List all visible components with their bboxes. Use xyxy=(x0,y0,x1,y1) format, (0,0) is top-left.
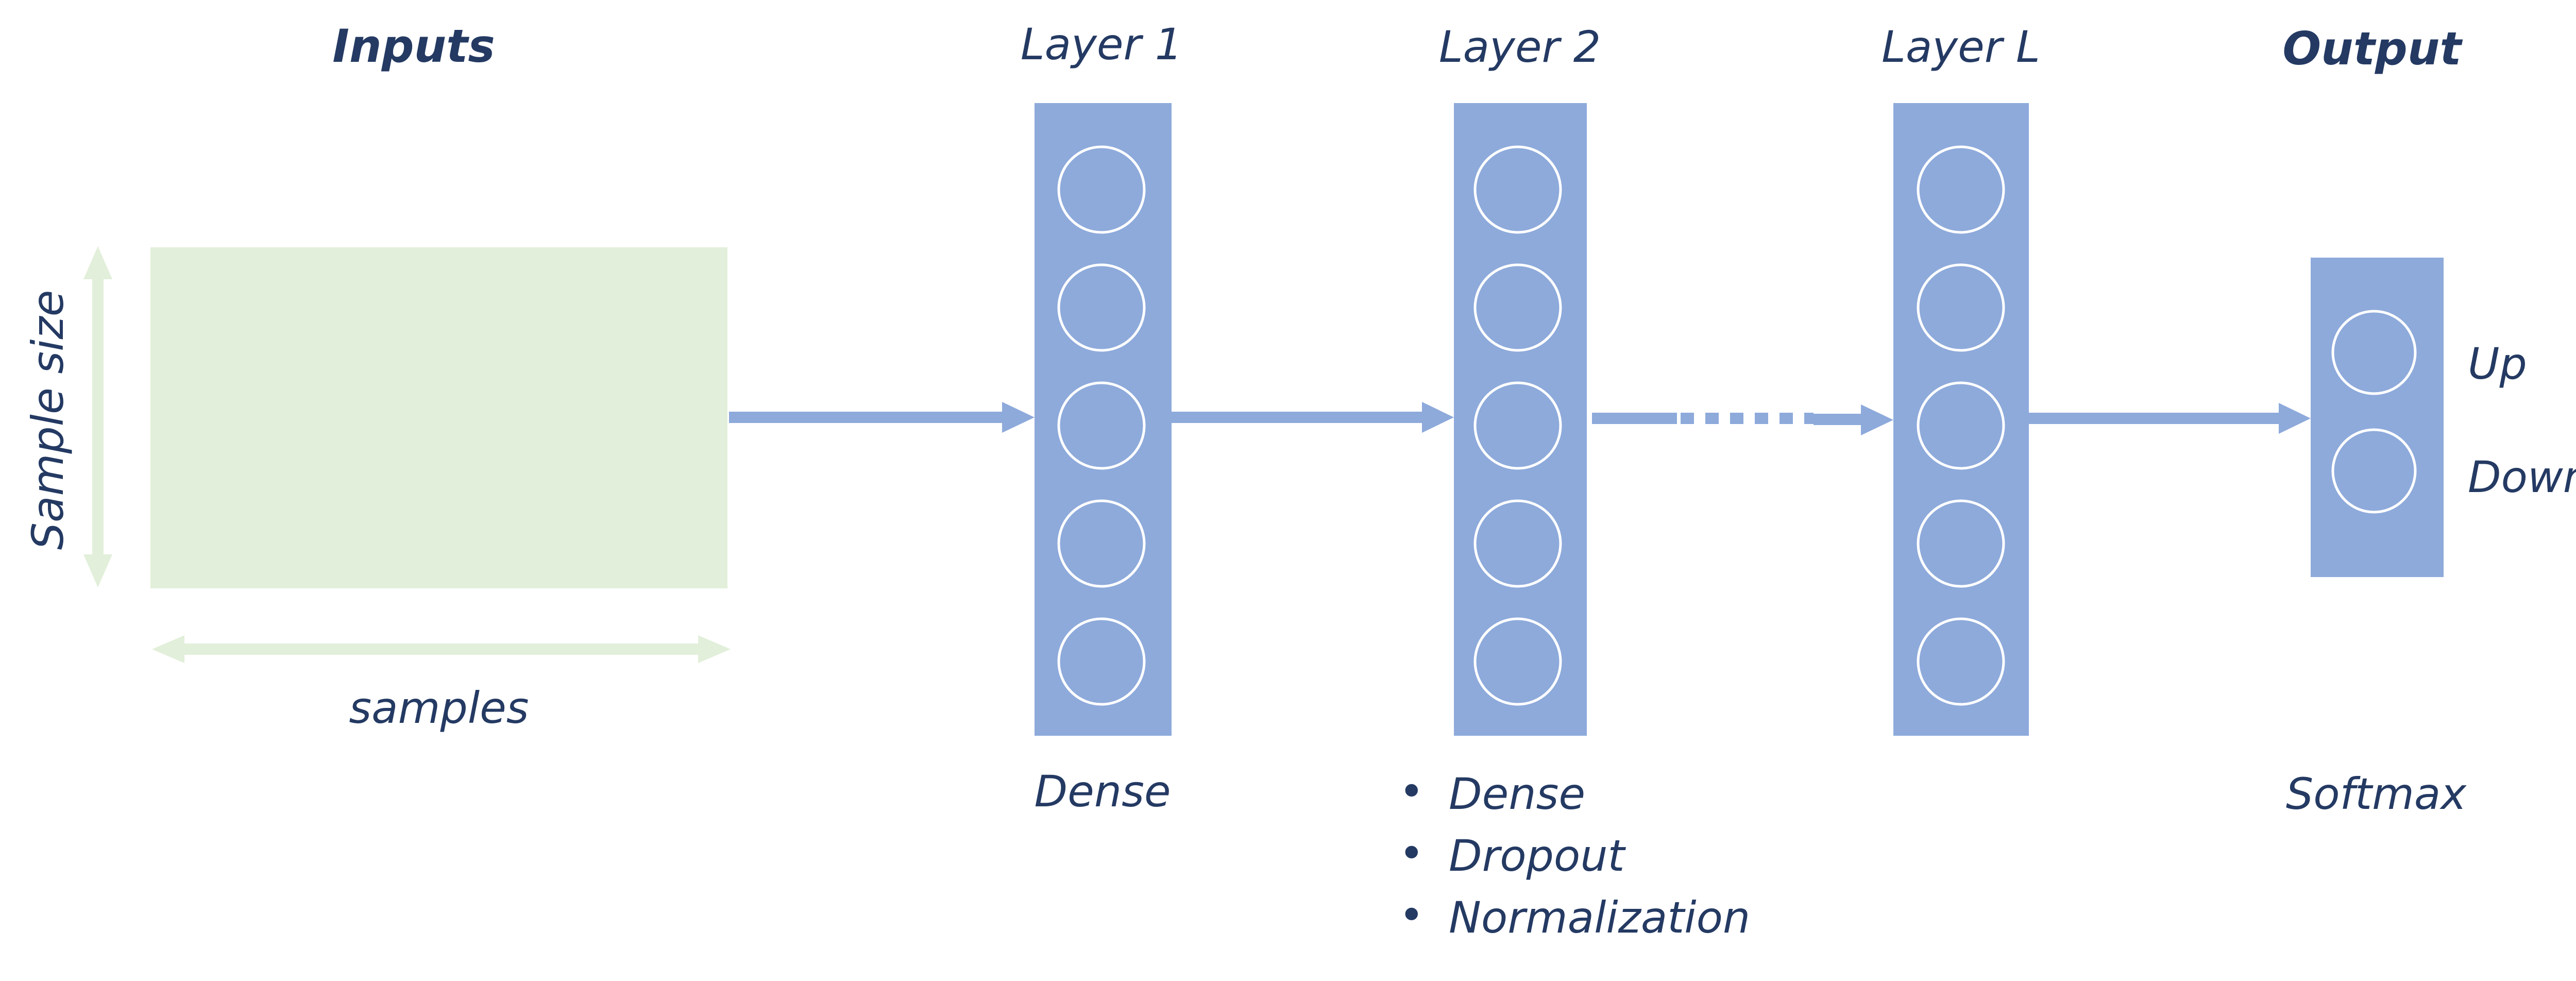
bullet-marker: • xyxy=(1399,766,1425,817)
output-block: Output Up Down Softmax xyxy=(2282,22,2576,819)
neuron xyxy=(1473,617,1562,706)
output-class-label: Down xyxy=(2468,452,2576,502)
input-matrix xyxy=(150,247,727,588)
sample-size-label: Sample size xyxy=(23,290,73,550)
samples-label: samples xyxy=(349,683,529,733)
output-class-label: Up xyxy=(2468,339,2527,389)
bullet-marker: • xyxy=(1399,890,1425,940)
neuron xyxy=(1917,499,2005,588)
layer-2: Layer 2 • Dense • Dropout • Normalizatio… xyxy=(1399,22,1750,943)
neuron xyxy=(1473,263,1562,352)
inputs-title: Inputs xyxy=(332,20,495,73)
connection-layer-1-layer-2 xyxy=(1172,402,1454,433)
inputs-block: Inputs Sample size samples xyxy=(23,20,731,733)
neuron xyxy=(1057,617,1146,706)
neuron xyxy=(1057,381,1146,470)
neuron xyxy=(1917,617,2005,706)
layer-2-note: Dropout xyxy=(1449,831,1626,881)
bullet-marker: • xyxy=(1399,828,1425,878)
layer-2-title: Layer 2 xyxy=(1439,22,1601,72)
layer-2-notes: • Dense • Dropout • Normalization xyxy=(1399,766,1750,943)
layer-l-neurons xyxy=(1917,145,2005,706)
layer-2-neurons xyxy=(1473,145,1562,706)
connection-layer-2-layer-l xyxy=(1592,404,1893,435)
output-neuron xyxy=(2331,428,2417,514)
output-activation: Softmax xyxy=(2286,769,2467,819)
layer-1-title: Layer 1 xyxy=(1021,19,1182,70)
neuron xyxy=(1057,145,1146,234)
neuron xyxy=(1917,145,2005,234)
neuron xyxy=(1917,263,2005,352)
sample-size-arrow xyxy=(83,246,112,587)
output-neuron xyxy=(2331,310,2417,395)
connection-layer-l-output xyxy=(2029,403,2311,434)
layer-1: Layer 1 Dense xyxy=(1021,19,1182,817)
layer-2-note: Normalization xyxy=(1449,892,1750,943)
connection-inputs-layer-1 xyxy=(729,402,1035,433)
neuron xyxy=(1473,381,1562,470)
neuron xyxy=(1917,381,2005,470)
samples-arrow xyxy=(152,635,731,663)
output-box xyxy=(2311,258,2444,577)
output-title: Output xyxy=(2282,22,2463,75)
neuron xyxy=(1473,145,1562,234)
neuron xyxy=(1057,263,1146,352)
layer-l-title: Layer L xyxy=(1882,22,2040,72)
neuron xyxy=(1057,499,1146,588)
layer-1-neurons xyxy=(1057,145,1146,706)
neuron xyxy=(1473,499,1562,588)
layer-l: Layer L xyxy=(1882,22,2040,736)
layer-1-note: Dense xyxy=(1034,766,1171,817)
layer-2-note: Dense xyxy=(1449,769,1585,819)
